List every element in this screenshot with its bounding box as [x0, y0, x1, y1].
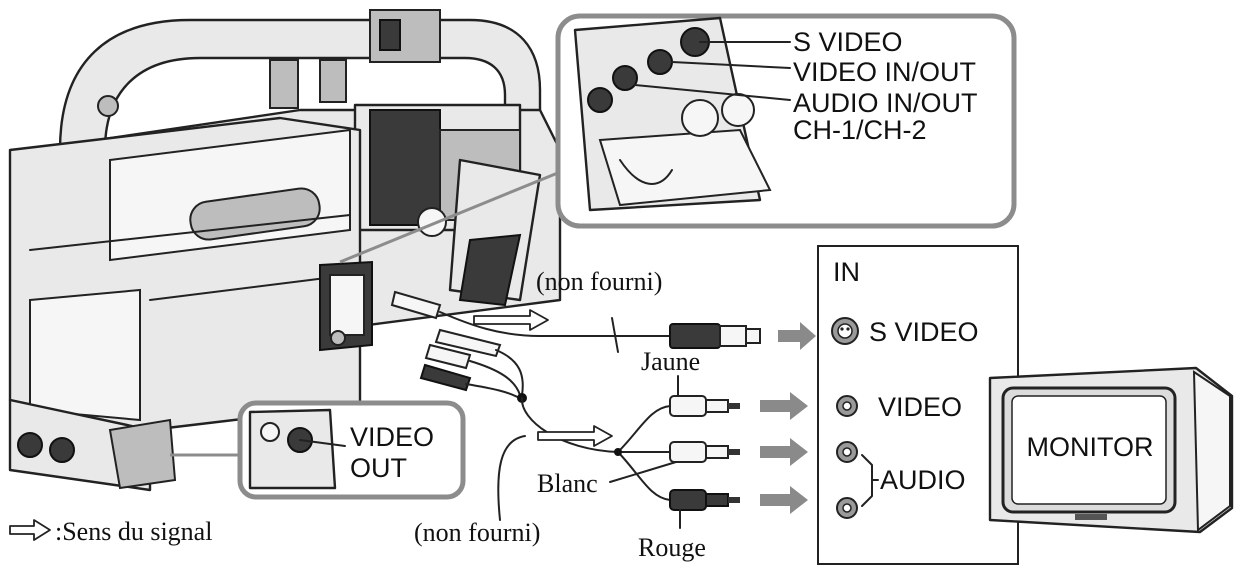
video-arrow [760, 392, 808, 420]
video-in-out-connector-label: VIDEO IN/OUT [793, 57, 976, 87]
panel-video-label: VIDEO [878, 392, 962, 422]
s-video-jack-icon [832, 318, 858, 344]
video-out-label-line2: OUT [350, 453, 407, 483]
cable-red-label: Rouge [638, 533, 706, 562]
panel-s-video-label: S VIDEO [869, 317, 979, 347]
red-plug [670, 490, 740, 510]
audio-channels-label: CH-1/CH-2 [793, 115, 927, 145]
cable-not-supplied-label-bottom: (non fourni) [414, 518, 540, 547]
signal-direction-legend-text: :Sens du signal [55, 517, 212, 546]
white-plug [670, 442, 740, 462]
audio-jack-right-icon [837, 498, 857, 518]
audio-in-out-connector-label: AUDIO IN/OUT [793, 88, 978, 118]
s-video-connector-label: S VIDEO [793, 27, 903, 57]
audio-jack-left-icon [837, 442, 857, 462]
cable-not-supplied-label-top: (non fourni) [536, 267, 662, 296]
s-video-arrow [778, 322, 816, 350]
signal-direction-arrow-top [474, 310, 548, 330]
audio-right-arrow [760, 486, 808, 514]
cable-yellow-label: Jaune [641, 347, 700, 376]
panel-in-label: IN [833, 257, 860, 287]
video-out-label-line1: VIDEO [350, 422, 434, 452]
audio-left-arrow [760, 438, 808, 466]
signal-direction-legend-arrow [10, 520, 50, 540]
cable-white-label: Blanc [537, 469, 598, 498]
signal-direction-arrow-middle [538, 426, 612, 446]
panel-audio-label: AUDIO [880, 465, 966, 495]
video-jack-icon [837, 396, 857, 416]
yellow-plug [670, 396, 740, 416]
monitor-label: MONITOR [1027, 432, 1154, 462]
